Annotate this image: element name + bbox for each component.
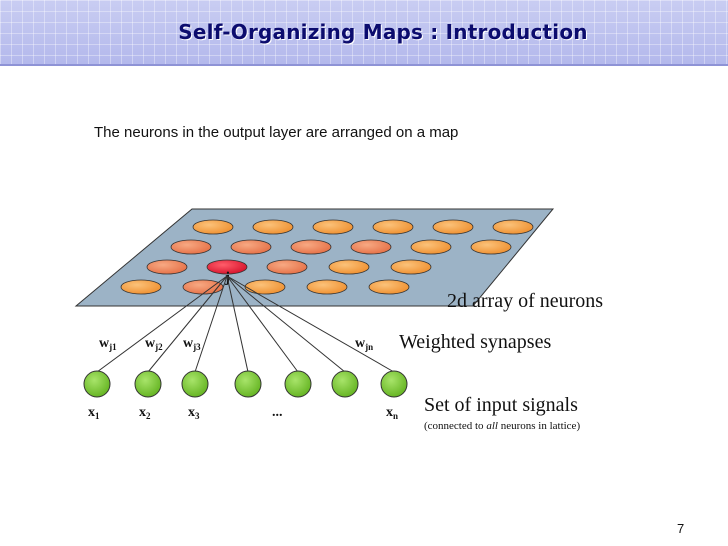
title-bar-grid	[0, 0, 728, 66]
neuron	[372, 219, 414, 235]
synapse-line	[226, 275, 299, 373]
neuron	[492, 219, 534, 235]
neuron	[182, 279, 224, 295]
neuron	[266, 259, 308, 275]
slide-title: Self-Organizing Maps : Introduction	[178, 20, 588, 44]
neuron	[230, 239, 272, 255]
input-node	[181, 370, 209, 398]
synapses-caption: Weighted synapses	[399, 331, 551, 353]
synapse-line	[147, 275, 228, 373]
neuron	[252, 219, 294, 235]
neuron	[306, 279, 348, 295]
synapse-line	[96, 275, 228, 373]
winner-neuron	[206, 259, 248, 275]
inputs-caption: Set of input signals	[424, 394, 578, 416]
weight-label-j3: wj3	[183, 336, 201, 352]
input-node	[134, 370, 162, 398]
inputs-note: (connected to all neurons in lattice)	[424, 420, 580, 432]
page-number: 7	[677, 521, 685, 536]
input-label-xn: xn	[386, 405, 398, 421]
title-bar-divider	[0, 64, 728, 66]
neuron	[410, 239, 452, 255]
input-node	[331, 370, 359, 398]
weight-label-j2: wj2	[145, 336, 163, 352]
neuron	[120, 279, 162, 295]
neuron	[350, 239, 392, 255]
input-node	[380, 370, 408, 398]
neuron	[146, 259, 188, 275]
neuron	[192, 219, 234, 235]
weight-label-jn: wjn	[355, 336, 373, 352]
neuron	[328, 259, 370, 275]
neuron	[290, 239, 332, 255]
synapse-lines	[96, 275, 395, 373]
input-node	[83, 370, 111, 398]
lattice-caption: 2d array of neurons	[447, 290, 603, 312]
neuron	[244, 279, 286, 295]
input-node	[234, 370, 262, 398]
input-label-x2: x2	[139, 405, 151, 421]
synapse-line	[226, 275, 249, 373]
weight-label-j1: wj1	[99, 336, 117, 352]
title-bar	[0, 0, 728, 66]
input-label-ellipsis: ...	[272, 405, 283, 420]
input-label-x3: x3	[188, 405, 200, 421]
synapse-line	[226, 275, 395, 373]
neuron	[470, 239, 512, 255]
neuron	[170, 239, 212, 255]
neuron	[432, 219, 474, 235]
synapse-line	[194, 275, 228, 373]
input-node	[284, 370, 312, 398]
synapse-line	[226, 275, 346, 373]
slide-description: The neurons in the output layer are arra…	[94, 124, 459, 141]
neuron	[312, 219, 354, 235]
neuron	[390, 259, 432, 275]
neuron	[368, 279, 410, 295]
input-label-x1: x1	[88, 405, 100, 421]
